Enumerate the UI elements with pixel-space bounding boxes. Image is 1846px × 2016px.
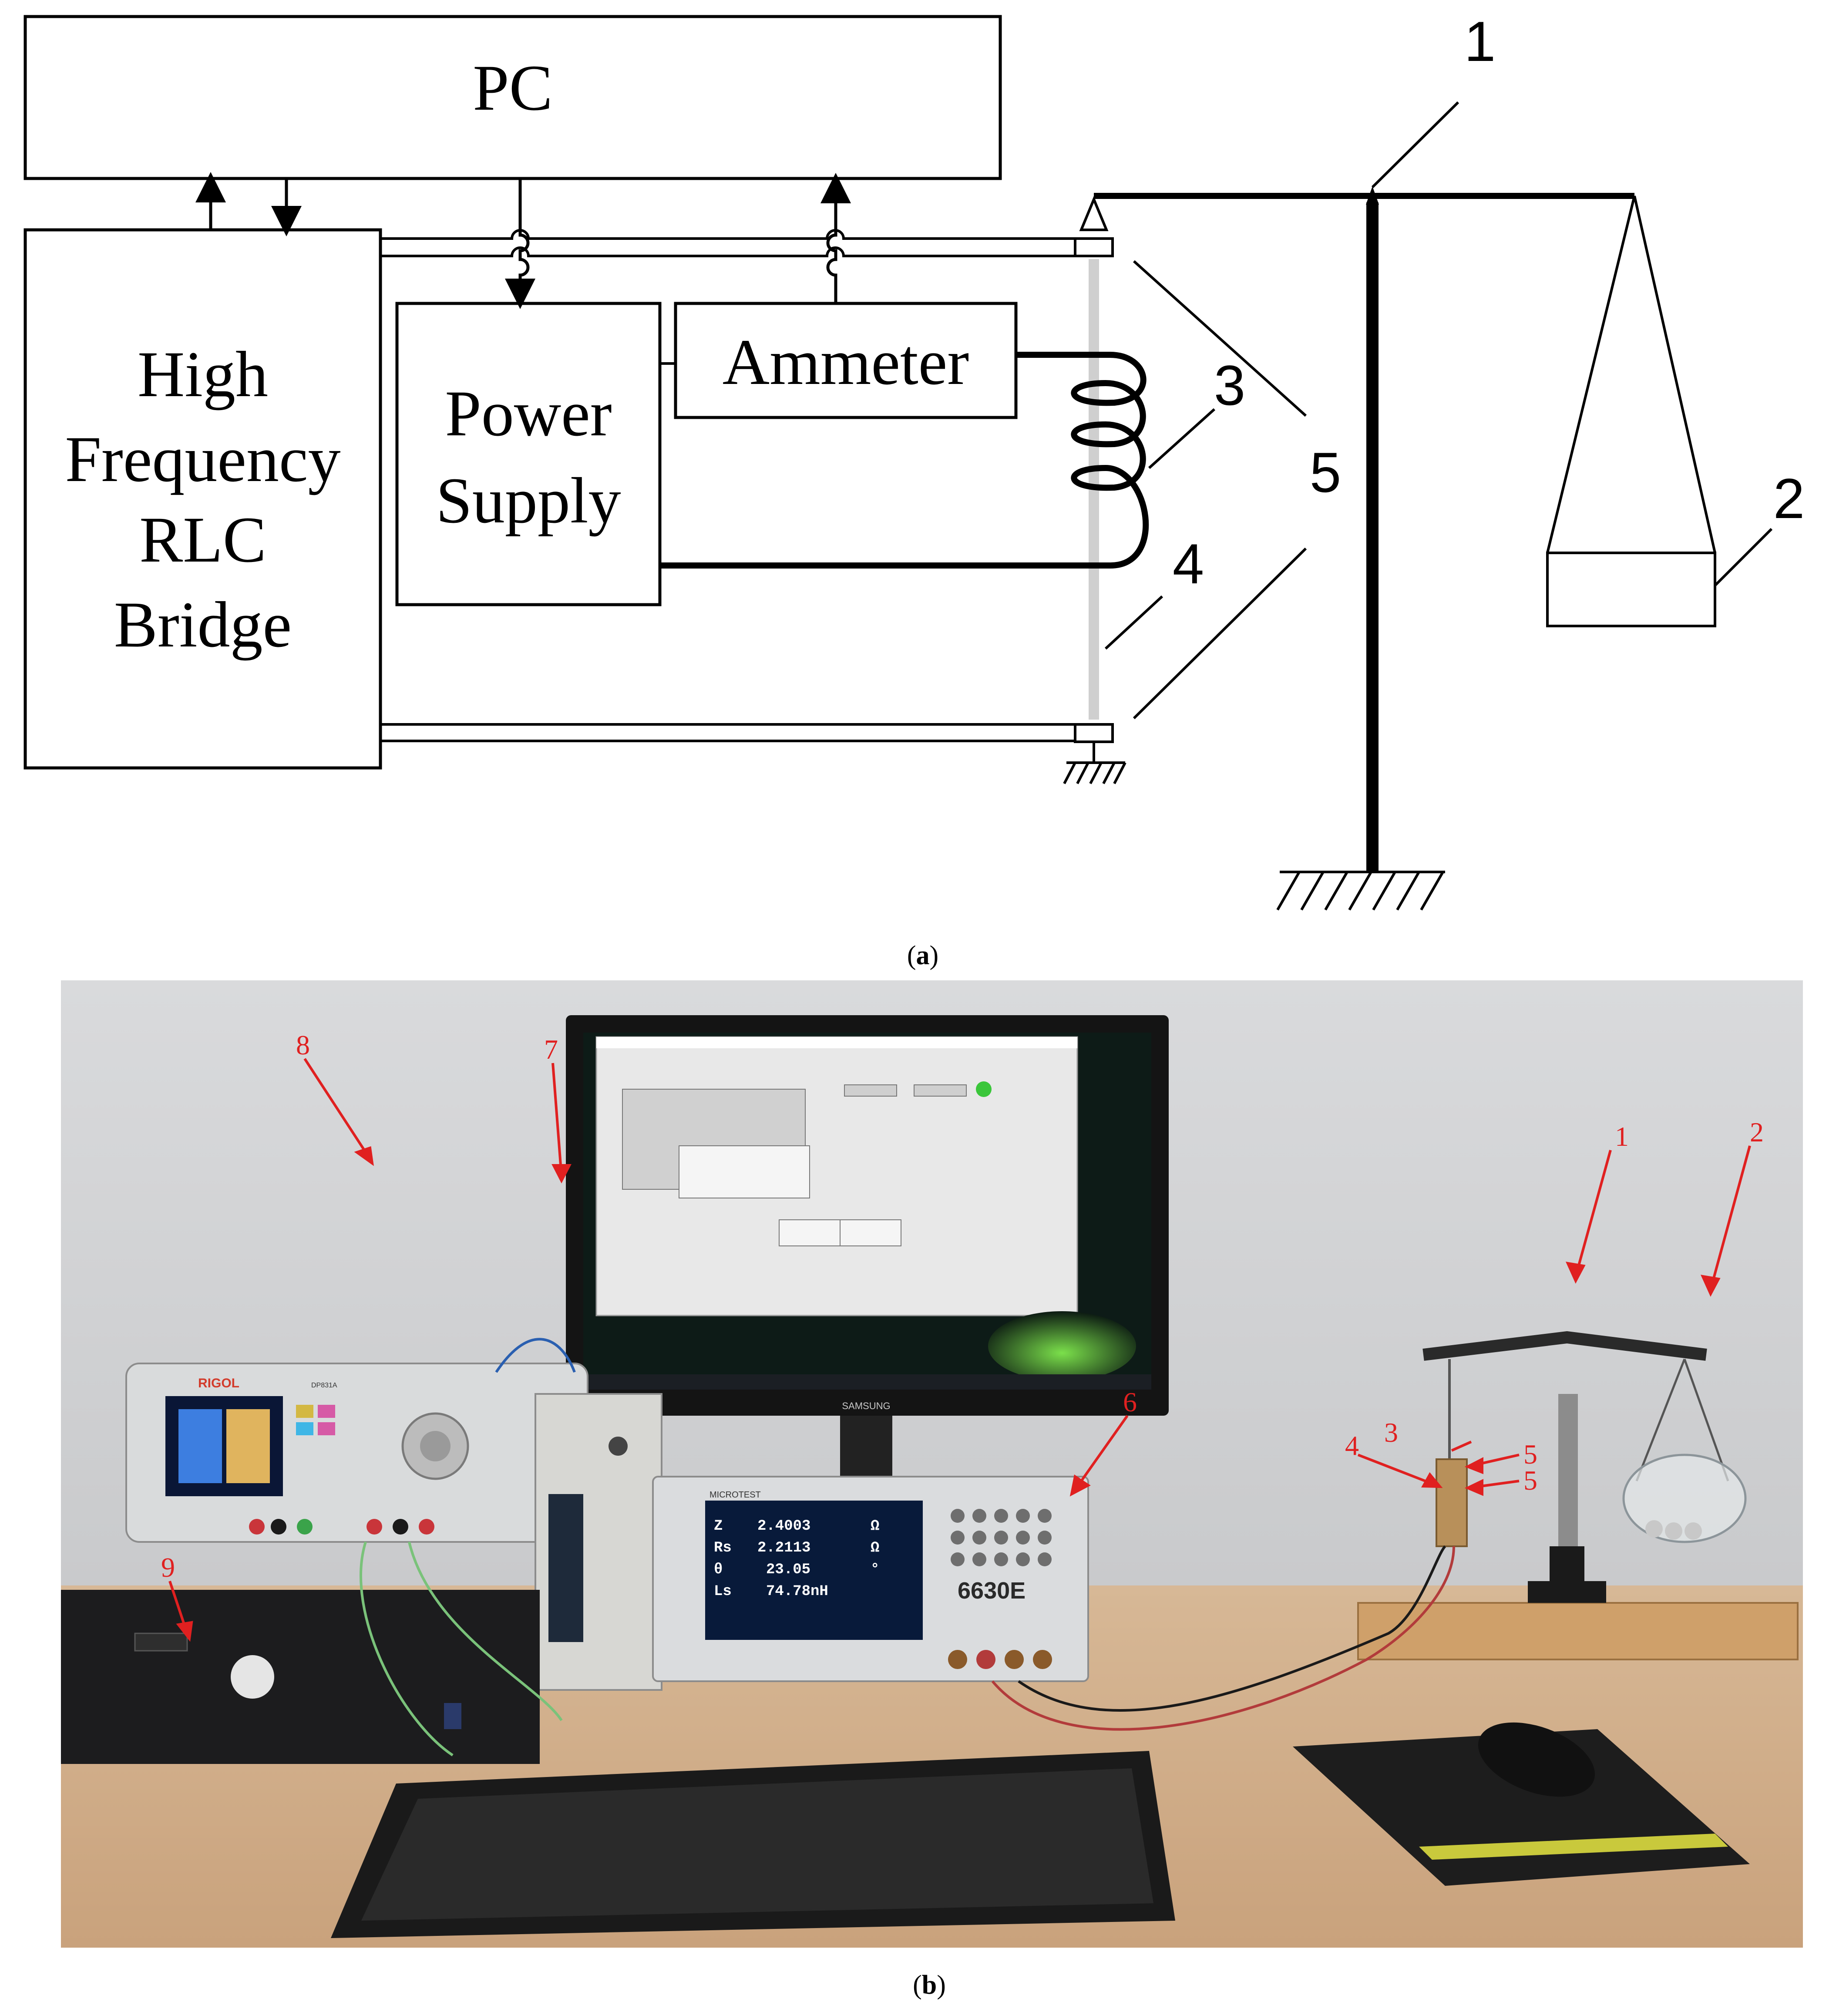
callout-5: 5 bbox=[1310, 441, 1341, 504]
pc-label: PC bbox=[473, 52, 552, 124]
pan-string-right bbox=[1633, 195, 1716, 553]
reading-2-value: 23.05 bbox=[766, 1562, 810, 1578]
microtest-brand: MICROTEST bbox=[709, 1490, 761, 1500]
lab-setup-photo: SAMSUNG RIGOL DP831A MICROTEST Z bbox=[61, 980, 1803, 1948]
cables bbox=[360, 1338, 1455, 1757]
reading-0-unit: Ω bbox=[871, 1518, 879, 1535]
coil-windings bbox=[1071, 352, 1149, 569]
specimen-holder bbox=[1436, 1458, 1468, 1547]
reading-1-label: Rs bbox=[714, 1540, 732, 1556]
reading-0-label: Z bbox=[714, 1518, 723, 1535]
photo-callout-9: 9 bbox=[161, 1552, 175, 1583]
callout-5-leader-lower bbox=[1133, 547, 1307, 720]
balance-pivot bbox=[1366, 186, 1379, 205]
rigol-power-supply: RIGOL DP831A bbox=[125, 1363, 588, 1543]
lower-clamp bbox=[1074, 723, 1114, 743]
bridge-upper-lead-2 bbox=[380, 246, 1079, 257]
photo-callout-8: 8 bbox=[296, 1030, 310, 1060]
photo-callout-2: 2 bbox=[1750, 1117, 1764, 1148]
keyboard bbox=[331, 1751, 1175, 1938]
balance-apparatus bbox=[1357, 1331, 1799, 1660]
callout-4-leader bbox=[1104, 595, 1163, 650]
balance-glass-pan bbox=[1622, 1454, 1747, 1543]
balance-weight bbox=[1546, 552, 1716, 627]
rlc-bridge-label-line4: Bridge bbox=[114, 589, 292, 661]
lower-ground-symbol bbox=[1063, 761, 1126, 784]
ammeter-block bbox=[674, 302, 1018, 419]
pc-to-power-supply-arrow bbox=[505, 178, 535, 309]
caption-b: (b) bbox=[913, 1970, 946, 2000]
upper-clamp bbox=[1074, 237, 1114, 257]
callout-1: 1 bbox=[1464, 10, 1496, 73]
reading-2-label: θ bbox=[714, 1562, 723, 1578]
reading-3-label: Ls bbox=[714, 1583, 732, 1600]
balance-ground-symbol bbox=[1276, 871, 1445, 911]
taskbar bbox=[583, 1374, 1151, 1390]
photo-callout-7: 7 bbox=[544, 1034, 558, 1065]
ammeter-device bbox=[535, 1393, 662, 1691]
mouse bbox=[1478, 1722, 1595, 1797]
rlc-bridge-label-line1: High bbox=[138, 338, 268, 411]
reading-1-value: 2.2113 bbox=[757, 1540, 810, 1556]
ammeter-label: Ammeter bbox=[723, 326, 969, 398]
callout-2-leader bbox=[1714, 528, 1773, 587]
photo-callout-3: 3 bbox=[1384, 1417, 1398, 1448]
schematic-diagram: PC High Frequency RLC Bridge Power Suppl… bbox=[24, 10, 1805, 911]
power-supply-label-line2: Supply bbox=[436, 464, 621, 537]
rlc-bridge-label-line3: RLC bbox=[139, 504, 266, 576]
reading-0-value: 2.4003 bbox=[757, 1518, 810, 1535]
reading-2-unit: ° bbox=[871, 1562, 879, 1578]
callout-5-leader-upper bbox=[1133, 260, 1307, 417]
photo-callout-5b: 5 bbox=[1523, 1465, 1537, 1496]
annotation-arrows bbox=[168, 1058, 1751, 1642]
rlc-bridge-block bbox=[24, 228, 382, 770]
rigol-model: DP831A bbox=[311, 1382, 337, 1389]
power-supply-label-line1: Power bbox=[445, 377, 612, 450]
photo-callout-6: 6 bbox=[1123, 1387, 1137, 1417]
meter-model: 6630E bbox=[958, 1578, 1026, 1604]
reading-1-unit: Ω bbox=[871, 1540, 879, 1556]
microtest-lcr-meter: MICROTEST Z 2.4003 Ω Rs 2.2113 Ω θ 23.05… bbox=[652, 1476, 1089, 1682]
power-supply-block bbox=[395, 302, 662, 606]
pc-tower bbox=[61, 1590, 540, 1764]
photo-callout-1: 1 bbox=[1615, 1121, 1629, 1152]
upper-clamp-triangle bbox=[1079, 196, 1109, 231]
mouse-pad bbox=[1293, 1729, 1750, 1886]
rlc-bridge-label-line2: Frequency bbox=[65, 423, 340, 495]
callout-2: 2 bbox=[1773, 467, 1805, 530]
callout-1-leader bbox=[1371, 101, 1459, 188]
reading-3-value: 74.78nH bbox=[766, 1583, 828, 1600]
balance-base-board bbox=[1357, 1602, 1799, 1660]
caption-a: (a) bbox=[907, 941, 939, 970]
balance-photo-beam bbox=[1422, 1331, 1707, 1361]
pan-string-left bbox=[1546, 195, 1636, 553]
photo-callout-5a: 5 bbox=[1523, 1439, 1537, 1470]
lcr-meter-screen bbox=[705, 1501, 923, 1640]
lcr-keypad bbox=[951, 1509, 1052, 1566]
pc-block bbox=[24, 15, 1002, 180]
bridge-upper-lead-1 bbox=[380, 229, 1079, 240]
green-indicator bbox=[976, 1081, 992, 1097]
ammeter-to-pc-arrow bbox=[820, 173, 851, 303]
photo-callout-4: 4 bbox=[1345, 1430, 1359, 1461]
rigol-brand: RIGOL bbox=[198, 1376, 239, 1390]
tent-wallpaper bbox=[988, 1311, 1136, 1381]
callout-4: 4 bbox=[1173, 532, 1204, 596]
callout-3-leader bbox=[1148, 408, 1216, 469]
callout-3: 3 bbox=[1214, 353, 1245, 417]
monitor-brand: SAMSUNG bbox=[842, 1400, 890, 1411]
